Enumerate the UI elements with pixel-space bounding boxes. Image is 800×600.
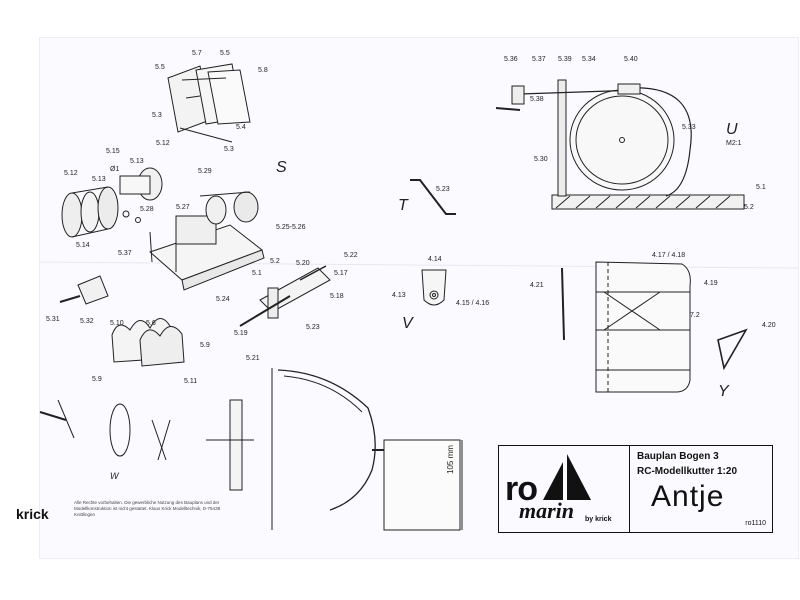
label-4-20: 4.20	[762, 322, 776, 329]
label-5-5: 5.5	[155, 64, 165, 71]
label-5-11: 5.11	[184, 378, 198, 385]
label-5-12: 5.12	[64, 170, 78, 177]
label-5-36: 5.36	[504, 56, 518, 63]
label-4-14: 4.14	[428, 256, 442, 263]
drawing-code: ro1110	[745, 520, 766, 527]
label-5-13: 5.13	[92, 176, 106, 183]
label-5-3: 5.3	[224, 146, 234, 153]
section-letter-w: W	[110, 471, 119, 481]
label-diameter: Ø1	[110, 166, 120, 173]
krick-logo: krick	[16, 506, 49, 522]
label-4-19: 4.19	[704, 280, 718, 287]
label-5-23: 5.23	[306, 324, 320, 331]
label-5-3: 5.3	[152, 112, 162, 119]
label-5-12: 5.12	[156, 140, 170, 147]
winch-drums	[61, 167, 163, 238]
label-5-38: 5.38	[530, 96, 544, 103]
label-5-33: 5.33	[682, 124, 696, 131]
label-5-2: 5.2	[744, 204, 754, 211]
label-5-7: 5.7	[192, 50, 202, 57]
panel-parts-5-3	[167, 63, 251, 143]
logo-ro-text: ro	[505, 470, 538, 508]
label-5-40: 5.40	[624, 56, 638, 63]
bracket-assembly	[239, 265, 331, 327]
label-5-25-5-26: 5.25-5.26	[276, 224, 306, 231]
part-t-bracket	[410, 179, 456, 215]
label-5-6: 5.6	[146, 320, 156, 327]
bollard-5-31	[59, 275, 109, 305]
label-5-17: 5.17	[334, 270, 348, 277]
label-5-23: 5.23	[436, 186, 450, 193]
label-5-31: 5.31	[46, 316, 60, 323]
plan-sheet-title: Bauplan Bogen 3	[637, 451, 719, 462]
label-5-29: 5.29	[198, 168, 212, 175]
label-4-13: 4.13	[392, 292, 406, 299]
hatch-grating	[561, 261, 748, 393]
section-letter-u: U	[726, 121, 738, 138]
copyright-text: Alle Rechte vorbehalten. Die gewerbliche…	[74, 500, 221, 517]
title-block-divider	[629, 446, 631, 532]
label-5-10: 5.10	[110, 320, 124, 327]
label-5-8: 5.8	[258, 67, 268, 74]
copyright-notice: krick Alle Rechte vorbehalten. Die gewer…	[12, 498, 222, 528]
label-5-5: 5.5	[220, 50, 230, 57]
ship-name: Antje	[651, 480, 725, 513]
label-5-19: 5.19	[234, 330, 248, 337]
title-block: ro marin by krick Bauplan Bogen 3 RC-Mod…	[498, 445, 773, 533]
label-5-39: 5.39	[558, 56, 572, 63]
label-5-21: 5.21	[246, 355, 260, 362]
label-5-30: 5.30	[534, 156, 548, 163]
section-letter-s: S	[276, 159, 287, 176]
label-5-4: 5.4	[236, 124, 246, 131]
section-letter-v: V	[402, 315, 413, 332]
label-5-14: 5.14	[76, 242, 90, 249]
bitts-5-9	[111, 318, 185, 367]
label-5-1: 5.1	[756, 184, 766, 191]
label-5-18: 5.18	[330, 293, 344, 300]
sailboat-logo-icon	[543, 454, 591, 500]
steering-wheel-assembly	[495, 79, 745, 210]
label-5-32: 5.32	[80, 318, 94, 325]
label-5-1: 5.1	[252, 270, 262, 277]
label-4-17-4-18: 4.17 / 4.18	[652, 252, 686, 259]
label-5-34: 5.34	[582, 56, 596, 63]
label-5-15: 5.15	[106, 148, 120, 155]
winch-frame	[149, 191, 265, 291]
label-5-28: 5.28	[140, 206, 154, 213]
section-letter-y: Y	[718, 383, 729, 400]
section-u-scale: M2:1	[726, 140, 742, 147]
logo-marin-text: marin	[519, 498, 575, 523]
label-5-37: 5.37	[532, 56, 546, 63]
label-5-13: 5.13	[130, 158, 144, 165]
model-scale-title: RC-Modellkutter 1:20	[637, 466, 738, 477]
label-4-21: 4.21	[530, 282, 544, 289]
part-v-fitting	[421, 269, 447, 306]
label-5-37: 5.37	[118, 250, 132, 257]
label-5-9: 5.9	[200, 342, 210, 349]
label-5-22: 5.22	[344, 252, 358, 259]
label-5-9: 5.9	[92, 376, 102, 383]
logo-by-krick-text: by krick	[585, 516, 612, 523]
section-letter-t: T	[398, 197, 408, 214]
label-4-15-4-16: 4.15 / 4.16	[456, 300, 490, 307]
hull-profile	[271, 368, 463, 531]
label-5-24: 5.24	[216, 296, 230, 303]
label-5-27: 5.27	[176, 204, 190, 211]
label-5-20: 5.20	[296, 260, 310, 267]
label-7-2: 7.2	[690, 312, 700, 319]
hull-dimension-label: 105 mm	[446, 445, 455, 474]
label-5-2: 5.2	[270, 258, 280, 265]
fitting-details-w	[39, 399, 254, 491]
